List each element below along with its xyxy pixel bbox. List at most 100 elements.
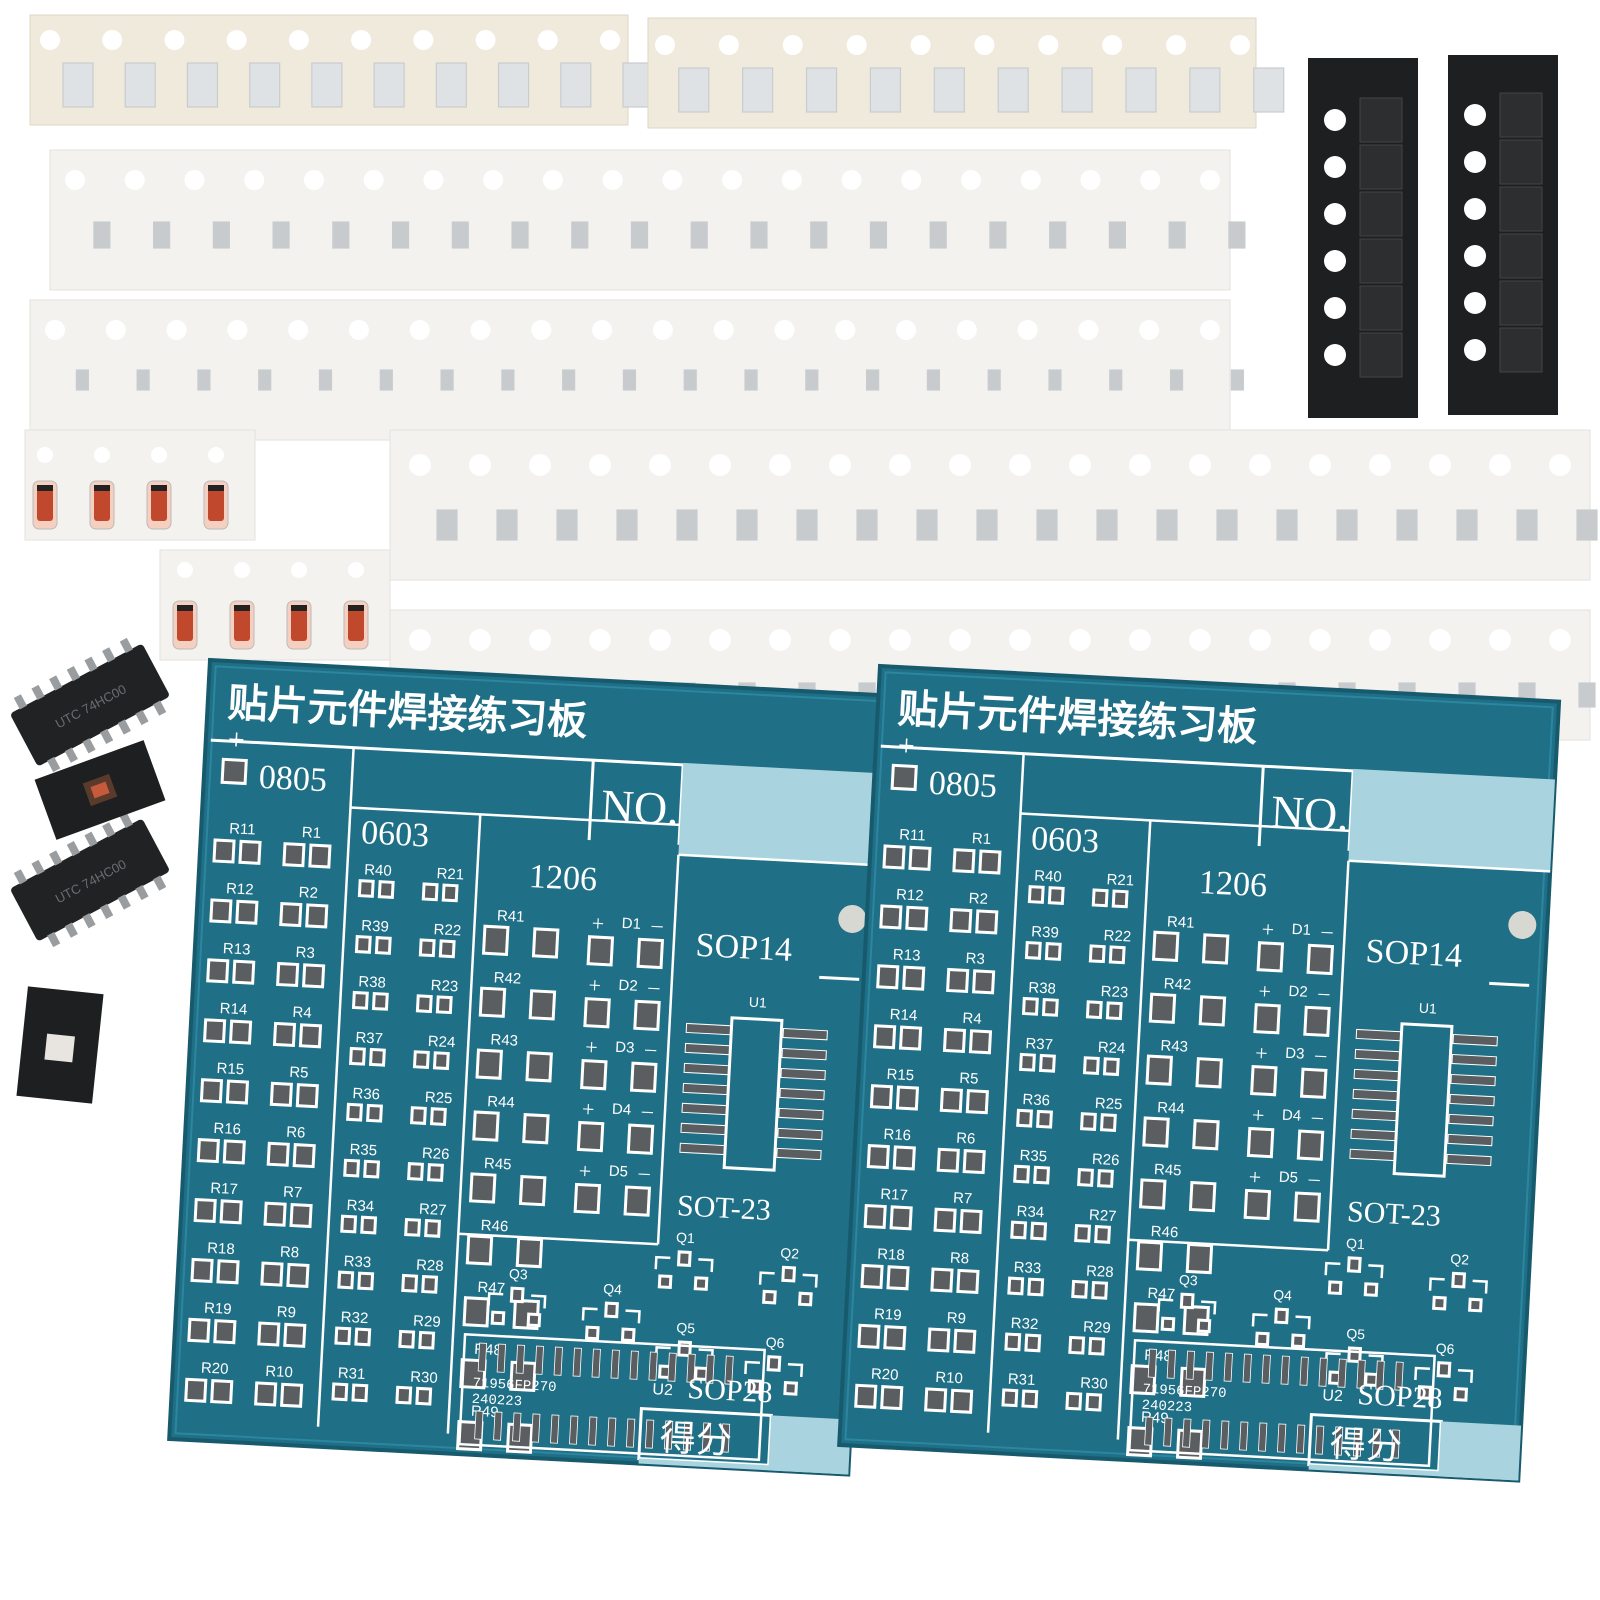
diode-plus: + bbox=[1248, 1164, 1262, 1190]
label-sop28: SOP28 bbox=[687, 1372, 774, 1409]
solder-pad bbox=[1299, 1132, 1322, 1158]
smd-part bbox=[379, 369, 393, 391]
resistor-label: R27 bbox=[419, 1201, 447, 1219]
solder-pad bbox=[1013, 1223, 1024, 1237]
solder-pad bbox=[624, 1330, 633, 1340]
sot23-outline bbox=[744, 1360, 804, 1377]
solder-pad bbox=[190, 1320, 208, 1340]
smd-part bbox=[742, 67, 774, 113]
diode-body bbox=[208, 489, 224, 521]
solder-pad bbox=[583, 1062, 605, 1088]
resistor-label: R27 bbox=[1089, 1207, 1117, 1225]
smd-part bbox=[976, 509, 998, 541]
sprocket-hole bbox=[1324, 344, 1346, 366]
ic-pin bbox=[102, 647, 116, 663]
sot23-part bbox=[1359, 285, 1403, 331]
solder-pad bbox=[1019, 1111, 1030, 1125]
solder-pad bbox=[433, 1110, 444, 1123]
solder-pad bbox=[260, 1324, 278, 1344]
solder-pad bbox=[535, 930, 557, 956]
sop28-pad bbox=[477, 1342, 488, 1372]
sprocket-hole bbox=[409, 629, 431, 651]
resistor-label: R21 bbox=[1106, 871, 1134, 889]
solder-pad bbox=[1331, 1373, 1340, 1383]
solder-pad bbox=[1277, 1310, 1286, 1322]
solder-pad bbox=[869, 1147, 887, 1166]
solder-pad bbox=[1091, 1340, 1103, 1353]
smd-part bbox=[1125, 67, 1157, 113]
solder-pad bbox=[1050, 889, 1062, 902]
diode-label: D2 bbox=[1288, 983, 1308, 1001]
diode-label: D1 bbox=[1291, 921, 1311, 939]
sprocket-hole bbox=[184, 170, 205, 190]
solder-pad bbox=[485, 927, 507, 953]
solder-pad bbox=[769, 1358, 779, 1369]
solder-pad bbox=[942, 1090, 960, 1110]
resistor-label: R19 bbox=[204, 1300, 232, 1318]
solder-pad bbox=[1010, 1279, 1022, 1293]
solder-pad bbox=[895, 1148, 913, 1168]
smd-part bbox=[311, 62, 343, 108]
resistor-label: R31 bbox=[1007, 1371, 1035, 1389]
solder-pad bbox=[1103, 1116, 1114, 1129]
solder-pad bbox=[882, 907, 900, 927]
sop28-pad bbox=[1242, 1353, 1252, 1383]
solder-pad bbox=[472, 1175, 494, 1201]
resistor-label: R18 bbox=[877, 1246, 905, 1264]
sprocket-hole bbox=[589, 629, 611, 651]
frame-line bbox=[587, 760, 595, 841]
diode-minus: – bbox=[644, 1035, 658, 1061]
sop28-pad bbox=[1333, 1426, 1344, 1456]
solder-pad bbox=[629, 1126, 652, 1152]
solder-pad bbox=[427, 1222, 438, 1235]
resistor-label: R7 bbox=[953, 1190, 973, 1208]
smd-part bbox=[1230, 369, 1244, 391]
solder-pad bbox=[607, 1304, 616, 1316]
resistor-label: R22 bbox=[1103, 927, 1131, 945]
sop14-pad bbox=[778, 1107, 824, 1121]
solder-pad bbox=[398, 1388, 410, 1402]
diode-minus: – bbox=[1314, 1041, 1328, 1067]
solder-pad bbox=[228, 1082, 246, 1102]
resistor-label: R2 bbox=[298, 884, 318, 902]
solder-pad bbox=[193, 1261, 211, 1280]
smd-part bbox=[810, 221, 828, 249]
sprocket-hole bbox=[1369, 629, 1391, 651]
smd-part bbox=[373, 62, 405, 108]
solder-pad bbox=[1249, 1130, 1272, 1156]
diode-plus: + bbox=[1255, 1040, 1269, 1066]
sop14-pad bbox=[779, 1087, 825, 1101]
diode-label: D4 bbox=[612, 1101, 632, 1119]
smd-part bbox=[678, 67, 710, 113]
label-1206: 1206 bbox=[528, 858, 598, 899]
smd-part bbox=[511, 221, 529, 249]
solder-pad bbox=[697, 1369, 706, 1378]
smd-part bbox=[1096, 509, 1118, 541]
sprocket-hole bbox=[1324, 109, 1346, 131]
sprocket-hole bbox=[40, 30, 60, 50]
diode-band bbox=[37, 485, 53, 491]
sop14-pad bbox=[1450, 1073, 1496, 1087]
solder-pad bbox=[588, 1328, 597, 1338]
transistor-label: Q3 bbox=[509, 1265, 529, 1282]
diode-minus: – bbox=[1320, 917, 1334, 943]
sop28-pad bbox=[1314, 1425, 1325, 1455]
diode-label: D1 bbox=[621, 915, 641, 933]
sot23-part bbox=[1499, 327, 1543, 373]
solder-pad bbox=[1182, 1295, 1192, 1307]
solder-pad bbox=[1306, 1008, 1328, 1034]
sop28-pad bbox=[534, 1345, 544, 1375]
diode-body bbox=[94, 489, 110, 521]
resistor-label: R39 bbox=[361, 917, 389, 935]
sprocket-hole bbox=[722, 170, 743, 190]
sprocket-hole bbox=[889, 629, 911, 651]
sot23-outline bbox=[1414, 1366, 1474, 1383]
pcb-code-1: 71956FP270 bbox=[1142, 1382, 1227, 1402]
diode-body bbox=[234, 609, 250, 641]
solder-pad bbox=[418, 1389, 430, 1403]
frame-line bbox=[1257, 766, 1265, 847]
sprocket-hole bbox=[829, 454, 851, 476]
diode-band bbox=[208, 485, 224, 491]
ic-pin bbox=[49, 675, 63, 691]
resistor-label: R31 bbox=[337, 1365, 365, 1383]
